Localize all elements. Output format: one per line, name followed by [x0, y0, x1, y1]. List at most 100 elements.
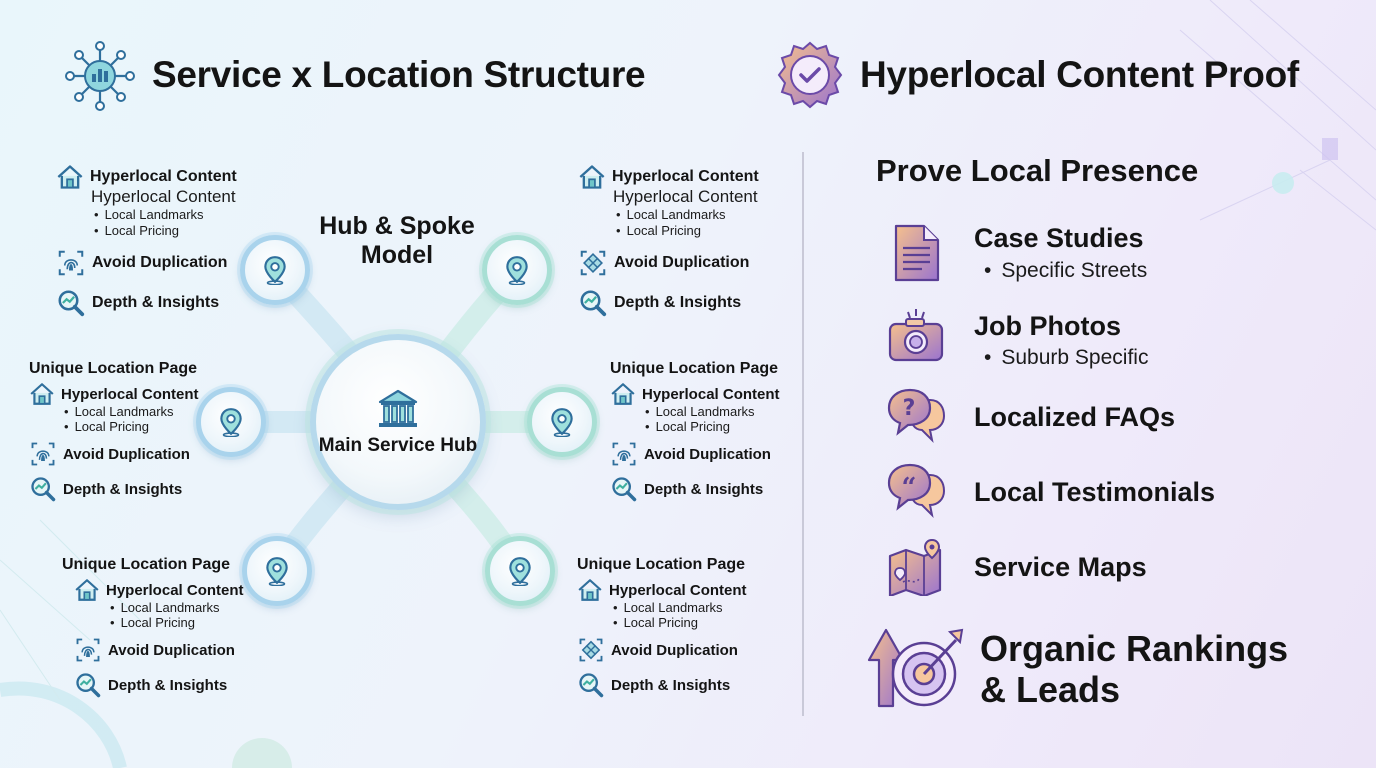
bullet-item: Local Pricing	[94, 223, 237, 238]
bullet-item: Local Pricing	[110, 615, 244, 630]
camera-icon	[886, 306, 946, 366]
target-arrow-icon	[866, 624, 966, 710]
location-pin-icon	[262, 255, 288, 285]
location-pin-icon	[549, 407, 575, 437]
house-icon	[29, 381, 55, 407]
avoid-duplication-label: Avoid Duplication	[614, 254, 750, 271]
spoke-node-middle-left[interactable]	[196, 387, 266, 457]
job-photos-label: Job Photos	[974, 311, 1121, 341]
block-middle-left: Unique Location Page Hyperlocal Content …	[29, 360, 199, 503]
block-heading: Hyperlocal Content	[90, 168, 237, 185]
unique-location-page-label: Unique Location Page	[610, 360, 779, 377]
fingerprint-icon	[74, 636, 102, 664]
block-top-left: Hyperlocal Content Hyperlocal Content Lo…	[56, 163, 237, 318]
faq-bubble-icon: ?	[886, 388, 946, 444]
unique-location-page-label: Unique Location Page	[62, 556, 231, 573]
svg-text:?: ?	[903, 396, 916, 421]
bullet-item: Local Landmarks	[64, 404, 199, 419]
bullet-item: Local Landmarks	[645, 404, 780, 419]
localized-faqs-label: Localized FAQs	[974, 402, 1176, 432]
case-studies-label: Case Studies	[974, 223, 1144, 253]
puzzle-icon	[578, 248, 608, 278]
puzzle-icon	[577, 636, 605, 664]
fingerprint-icon	[29, 440, 57, 468]
map-icon	[886, 538, 946, 598]
magnifier-chart-icon	[577, 671, 605, 699]
spoke-node-bottom-right[interactable]	[485, 536, 555, 606]
main-service-hub: Main Service Hub	[310, 334, 486, 510]
case-studies-sub: Specific Streets	[984, 259, 1147, 283]
location-pin-icon	[504, 255, 530, 285]
magnifier-chart-icon	[74, 671, 102, 699]
block-subtitle: Hyperlocal Content	[613, 187, 758, 206]
block-heading: Hyperlocal Content	[609, 581, 747, 599]
depth-insights-label: Depth & Insights	[63, 480, 183, 498]
block-top-right: Hyperlocal Content Hyperlocal Content Lo…	[578, 163, 759, 318]
spoke-node-middle-right[interactable]	[527, 387, 597, 457]
block-heading: Hyperlocal Content	[106, 581, 244, 599]
avoid-duplication-label: Avoid Duplication	[644, 445, 771, 463]
svg-text:“: “	[902, 473, 917, 503]
magnifier-chart-icon	[56, 288, 86, 318]
block-bottom-left: Unique Location Page Hyperlocal Content …	[62, 556, 244, 699]
section-divider	[802, 152, 804, 716]
block-heading: Hyperlocal Content	[642, 385, 780, 403]
verified-badge-icon	[775, 40, 845, 110]
local-testimonials-label: Local Testimonials	[974, 477, 1216, 507]
right-title: Hyperlocal Content Proof	[860, 54, 1299, 95]
location-pin-icon	[218, 407, 244, 437]
depth-insights-label: Depth & Insights	[644, 480, 764, 498]
organic-rankings-label: Organic Rankings & Leads	[980, 628, 1288, 710]
job-photos-sub: Suburb Specific	[984, 346, 1148, 370]
final-line-2: & Leads	[980, 669, 1121, 710]
block-heading: Hyperlocal Content	[61, 385, 199, 403]
magnifier-chart-icon	[29, 475, 57, 503]
depth-insights-label: Depth & Insights	[614, 294, 742, 311]
depth-insights-label: Depth & Insights	[108, 676, 228, 694]
bullet-item: Local Landmarks	[94, 207, 237, 222]
bullet-item: Local Landmarks	[110, 600, 244, 615]
bullet-item: Local Pricing	[613, 615, 747, 630]
spoke-node-top-left[interactable]	[240, 235, 310, 305]
house-icon	[74, 577, 100, 603]
left-title: Service x Location Structure	[152, 54, 646, 95]
quote-bubble-icon: “	[886, 463, 946, 519]
house-icon	[610, 381, 636, 407]
house-icon	[577, 577, 603, 603]
block-heading: Hyperlocal Content	[612, 168, 759, 185]
bank-building-icon	[378, 389, 418, 427]
prove-local-heading: Prove Local Presence	[876, 153, 1199, 188]
block-middle-right: Unique Location Page Hyperlocal Content …	[610, 360, 780, 503]
spoke-node-top-right[interactable]	[482, 235, 552, 305]
avoid-duplication-label: Avoid Duplication	[611, 641, 738, 659]
house-icon	[578, 163, 606, 191]
depth-insights-label: Depth & Insights	[92, 294, 220, 311]
network-chart-icon	[64, 40, 136, 112]
bullet-item: Local Landmarks	[613, 600, 747, 615]
unique-location-page-label: Unique Location Page	[577, 556, 746, 573]
bullet-item: Local Pricing	[616, 223, 759, 238]
hub-label: Main Service Hub	[318, 434, 478, 456]
bullet-item: Local Pricing	[645, 419, 780, 434]
final-line-1: Organic Rankings	[980, 628, 1289, 669]
spoke-node-bottom-left[interactable]	[242, 536, 312, 606]
location-pin-icon	[264, 556, 290, 586]
avoid-duplication-label: Avoid Duplication	[108, 641, 235, 659]
depth-insights-label: Depth & Insights	[611, 676, 731, 694]
avoid-duplication-label: Avoid Duplication	[92, 254, 228, 271]
avoid-duplication-label: Avoid Duplication	[63, 445, 190, 463]
hub-spoke-title: Hub & Spoke Model	[319, 212, 475, 269]
bullet-item: Local Pricing	[64, 419, 199, 434]
document-icon	[888, 222, 944, 284]
magnifier-chart-icon	[578, 288, 608, 318]
fingerprint-icon	[56, 248, 86, 278]
service-maps-label: Service Maps	[974, 552, 1147, 582]
fingerprint-icon	[610, 440, 638, 468]
house-icon	[56, 163, 84, 191]
unique-location-page-label: Unique Location Page	[29, 360, 198, 377]
magnifier-chart-icon	[610, 475, 638, 503]
block-subtitle: Hyperlocal Content	[91, 187, 236, 206]
location-pin-icon	[507, 556, 533, 586]
block-bottom-right: Unique Location Page Hyperlocal Content …	[577, 556, 747, 699]
